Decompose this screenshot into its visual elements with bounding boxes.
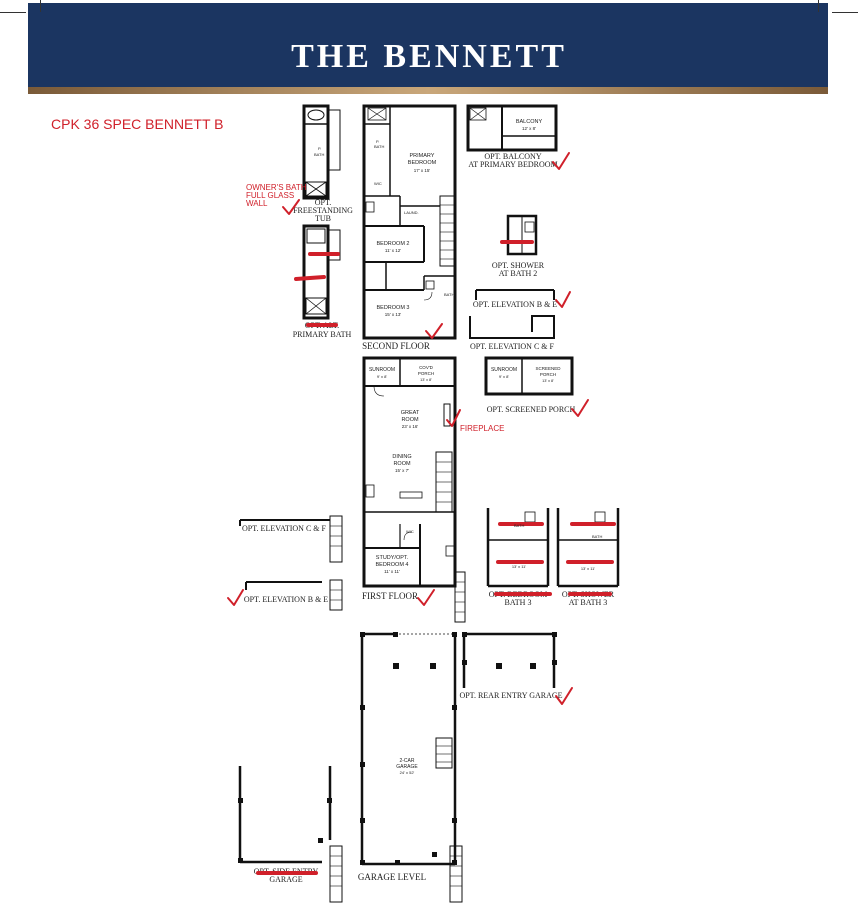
opt-balcony-plan: [466, 104, 558, 152]
room-label: PORCH: [418, 371, 434, 376]
room-dimension: 13' x 8': [542, 379, 554, 383]
opt-rear-entry-garage-plan: [462, 632, 557, 688]
owners-bath-note: OWNER'S BATH: [246, 183, 307, 192]
opt-freestanding-tub-caption: FREESTANDING: [293, 206, 353, 215]
opt-side-entry-garage-plan: [238, 766, 343, 903]
room-label: SUNROOM: [369, 367, 395, 373]
room-label: BEDROOM 4: [375, 562, 408, 568]
room-label: BATH: [592, 534, 602, 539]
room-dimension: 11' x 11': [384, 569, 400, 574]
room-label: SCREENED: [535, 366, 561, 371]
room-label: GREAT: [401, 410, 420, 416]
room-label: BATH: [374, 144, 384, 149]
room-dimension: 15' x 13': [385, 312, 402, 317]
room-dimension: 12' x 8': [522, 126, 536, 131]
first-floor-caption: FIRST FLOOR: [362, 591, 418, 601]
check-mark: [425, 323, 443, 339]
opt-shower-bath2-caption: AT BATH 2: [499, 269, 538, 278]
room-dimension: 13' x 11': [512, 564, 527, 569]
opt-elevation-cf-upper-caption: OPT. ELEVATION C & F: [470, 342, 554, 351]
room-label: BATH: [514, 523, 524, 528]
garage-level-plan: [360, 632, 463, 903]
opt-alt-primary-bath-caption: PRIMARY BATH: [293, 330, 352, 339]
crop-mark: [0, 12, 26, 13]
room-dimension: 17' x 15': [414, 168, 431, 173]
check-mark: [555, 291, 571, 308]
room-label: BATH: [444, 292, 454, 297]
room-label: WIC: [374, 181, 382, 186]
check-mark: [227, 589, 244, 606]
room-label: 2-CAR: [399, 758, 414, 764]
opt-balcony-caption: OPT. BALCONY: [484, 152, 541, 161]
first-floor-plan: [362, 356, 466, 623]
second-floor-caption: SECOND FLOOR: [362, 341, 430, 351]
opt-balcony-caption: AT PRIMARY BEDROOM: [468, 160, 557, 169]
owners-bath-note: FULL GLASS: [246, 191, 294, 200]
room-label: P.: [376, 139, 379, 144]
check-mark: [417, 589, 435, 606]
check-mark: [446, 409, 461, 427]
crop-mark: [832, 12, 858, 13]
owners-bath-note: WALL: [246, 199, 268, 208]
check-mark: [552, 152, 570, 170]
opt-freestanding-tub-caption: OPT.: [315, 198, 332, 207]
opt-bath3-right-caption: AT BATH 3: [569, 598, 608, 607]
opt-elevation-cf-lower-caption: OPT. ELEVATION C & F: [242, 524, 326, 533]
room-label: SUNROOM: [491, 367, 517, 373]
banner-accent-stripe: [28, 87, 828, 94]
opt-screened-porch-caption: OPT. SCREENED PORCH: [487, 405, 576, 414]
room-dimension: 9' x 8': [377, 374, 387, 379]
room-label: BEDROOM 3: [376, 305, 409, 311]
room-dimension: 9' x 8': [499, 374, 509, 379]
room-dimension: 13' x 11': [581, 566, 596, 571]
check-mark: [571, 399, 589, 417]
opt-bath3-left-caption: BATH 3: [505, 598, 532, 607]
room-label: GARAGE: [396, 764, 418, 770]
room-label: DINING: [392, 454, 411, 460]
opt-alt-primary-bath-plan: [294, 224, 341, 320]
opt-screened-porch-plan: [484, 356, 574, 396]
opt-elevation-be-lower-caption: OPT. ELEVATION B & E: [244, 595, 328, 604]
opt-rear-entry-garage-caption: OPT. REAR ENTRY GARAGE: [459, 691, 562, 700]
room-label: COV'D: [419, 365, 434, 370]
room-label: BEDROOM: [408, 160, 437, 166]
check-mark: [282, 199, 300, 215]
room-label: WIC: [406, 529, 414, 534]
room-dimension: 11' x 12': [385, 248, 401, 253]
crop-mark: [818, 0, 819, 12]
room-dimension: 13' x 8': [420, 378, 432, 382]
room-label: PRIMARY: [410, 153, 435, 159]
opt-freestanding-tub-plan: P. BATH: [302, 104, 341, 200]
bath-label: P.: [318, 146, 321, 151]
opt-bath3-left-plan: [486, 508, 550, 588]
room-label: LAUND.: [404, 210, 419, 215]
room-label: STUDY/OPT.: [376, 555, 409, 561]
title-banner: [28, 3, 828, 87]
room-label: ROOM: [401, 417, 419, 423]
opt-shower-bath2-plan: [500, 214, 538, 256]
opt-side-entry-garage-caption: GARAGE: [269, 875, 302, 884]
bath-label: BATH: [314, 152, 324, 157]
opt-bath3-right-plan: [556, 508, 620, 588]
check-mark: [555, 687, 573, 705]
opt-elevation-be-upper-caption: OPT. ELEVATION B & E: [473, 300, 557, 309]
opt-shower-bath2-caption: OPT. SHOWER: [492, 261, 545, 270]
room-label: PORCH: [540, 372, 556, 377]
crop-mark: [40, 0, 41, 12]
page-title: THE BENNETT: [291, 38, 567, 75]
room-dimension: 24' x 52': [400, 770, 415, 775]
second-floor-plan: [362, 104, 457, 340]
room-label: ROOM: [393, 461, 411, 467]
opt-freestanding-tub-caption: TUB: [315, 214, 331, 223]
room-label: BEDROOM 2: [376, 241, 409, 247]
garage-level-caption: GARAGE LEVEL: [358, 872, 426, 882]
spec-note: CPK 36 SPEC BENNETT B: [51, 116, 223, 132]
room-label: BALCONY: [516, 119, 543, 125]
room-dimension: 23' x 16': [402, 424, 419, 429]
fireplace-note: FIREPLACE: [460, 424, 504, 433]
room-dimension: 15' x 7': [395, 468, 409, 473]
